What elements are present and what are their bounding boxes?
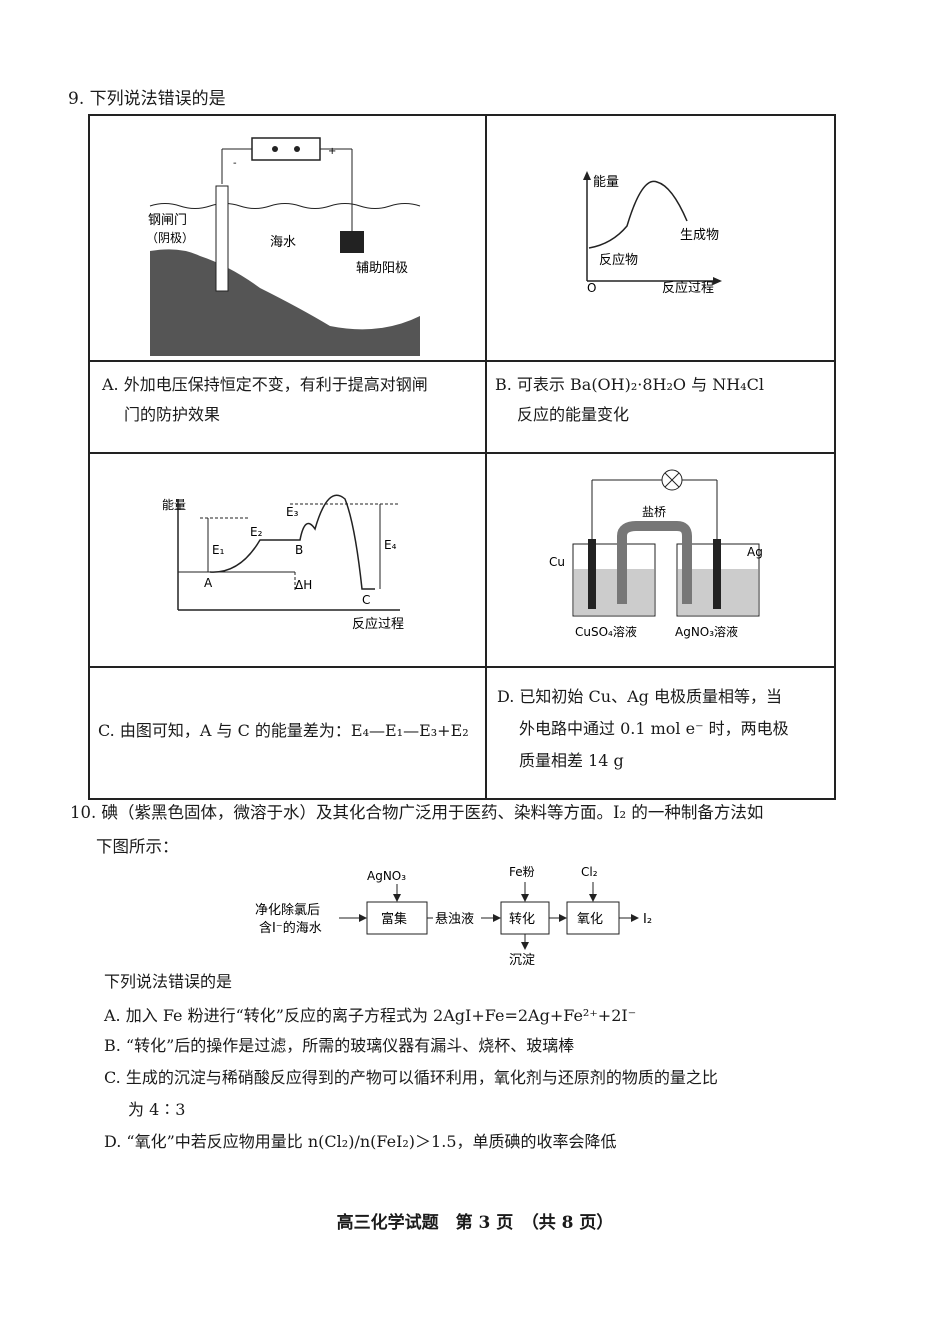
e2-label: E₂ [250,525,263,539]
q10-option-c-line1: C. 生成的沉淀与稀硝酸反应得到的产物可以循环利用，氧化剂与还原剂的物质的量之比 [104,1068,718,1087]
box-transform: 转化 [509,912,535,927]
origin-label: O [587,281,596,295]
q10-option-b: B. “转化”后的操作是过滤，所需的玻璃仪器有漏斗、烧杯、玻璃棒 [104,1036,575,1055]
option-c-cell: C. 由图可知，A 与 C 的能量差为：E₄—E₁—E₃+E₂ [88,666,487,800]
option-d-cell: D. 已知初始 Cu、Ag 电极质量相等，当 外电路中通过 0.1 mol e⁻… [485,666,836,800]
question-10-stem: 10. 碘（紫黑色固体，微溶于水）及其化合物广泛用于医药、染料等方面。I₂ 的一… [70,796,850,864]
iodine-flowchart: 净化除氯后 含I⁻的海水 富集 AgNO₃ 悬浊液 转化 Fe粉 沉淀 氧化 C… [255,865,652,968]
q9-option-c: C. 由图可知，A 与 C 的能量差为：E₄—E₁—E₃+E₂ [98,721,469,740]
reactant-label: 反应物 [599,252,638,268]
question-9-title: 9. 下列说法错误的是 [68,89,226,109]
box-enrich: 富集 [381,911,407,927]
seawater-label: 海水 [270,235,296,250]
figure-d-cell: 盐桥 Cu Ag CuSO₄溶液 AgNO₃溶液 [485,452,836,668]
figure-d-galvanic-cell: 盐桥 Cu Ag CuSO₄溶液 AgNO₃溶液 [549,469,763,639]
anode-label: 辅助阳极 [356,261,408,276]
delta-h-label: ΔH [295,578,312,592]
q9-option-b-line2: 反应的能量变化 [517,405,630,424]
q10-ask: 下列说法错误的是 [104,972,233,991]
figure-c-xlabel: 反应过程 [352,616,404,632]
figure-c-ylabel: 能量 [162,498,186,512]
cu-electrode-label: Cu [549,555,565,569]
figure-b-xlabel: 反应过程 [662,280,714,296]
point-a-label: A [204,576,213,590]
q9-option-d-line3: 质量相差 14 g [519,751,624,770]
q9-option-b-line1: B. 可表示 Ba(OH)₂·8H₂O 与 NH₄Cl [495,375,764,394]
q10-option-c-line2: 为 4∶3 [128,1100,186,1119]
figure-b-ylabel: 能量 [593,175,619,190]
agno3-label: AgNO₃溶液 [675,624,738,639]
figure-a-electrolysis-protection: - + 钢闸门 （阴极） 海水 辅助阳极 [146,137,421,366]
source-line2: 含I⁻的海水 [259,920,322,936]
reagent-fe: Fe粉 [509,865,535,879]
q10-option-a: A. 加入 Fe 粉进行“转化”反应的离子方程式为 2AgI+Fe=2Ag+Fe… [104,1006,637,1025]
salt-bridge-label: 盐桥 [642,505,666,519]
e4-label: E₄ [384,538,397,552]
q10-stem-line2: 下图所示： [96,837,179,856]
ag-electrode-label: Ag [747,545,763,559]
point-c-label: C [362,593,370,607]
figure-c-cell: 能量 E₁ E₂ E₃ E₄ A B C ΔH 反应过程 [88,452,487,668]
q10-stem-line1: 10. 碘（紫黑色固体，微溶于水）及其化合物广泛用于医药、染料等方面。I₂ 的一… [70,803,764,822]
figure-b-energy-diagram: 能量 生成物 反应物 O 反应过程 [583,171,722,296]
minus-sign: - [233,158,237,169]
precipitate-label: 沉淀 [509,953,535,968]
product-i2: I₂ [643,912,652,927]
q9-option-a-line1: A. 外加电压保持恒定不变，有利于提高对钢闸 [102,375,428,394]
suspension-label: 悬浊液 [435,912,474,927]
gate-label-cathode: （阴极） [146,231,194,245]
q9-option-d-line1: D. 已知初始 Cu、Ag 电极质量相等，当 [497,687,782,706]
option-a-cell: A. 外加电压保持恒定不变，有利于提高对钢闸 门的防护效果 [88,360,487,454]
page-footer: 高三化学试题 第 3 页 （共 8 页） [336,1213,614,1233]
cuso4-label: CuSO₄溶液 [575,624,637,639]
gate-label: 钢闸门 [148,213,187,228]
figure-c-energy-diagram: 能量 E₁ E₂ E₃ E₄ A B C ΔH 反应过程 [162,494,404,632]
figure-b-cell: 能量 生成物 反应物 O 反应过程 [485,114,836,362]
option-b-cell: B. 可表示 Ba(OH)₂·8H₂O 与 NH₄Cl 反应的能量变化 [485,360,836,454]
q9-option-d-line2: 外电路中通过 0.1 mol e⁻ 时，两电极 [519,719,789,738]
plus-sign: + [328,146,336,157]
e3-label: E₃ [286,505,299,519]
box-oxidize: 氧化 [577,912,603,927]
figure-a-cell: - + 钢闸门 （阴极） 海水 辅助阳极 [88,114,487,366]
q10-option-d: D. “氧化”中若反应物用量比 n(Cl₂)/n(FeI₂)＞1.5，单质碘的收… [104,1132,617,1151]
source-line1: 净化除氯后 [255,903,320,918]
question-9-options-table: - + 钢闸门 （阴极） 海水 辅助阳极 能量 生成物 反应物 [88,114,836,800]
q9-option-a-line2: 门的防护效果 [124,405,221,424]
reagent-cl2: Cl₂ [581,865,598,879]
e1-label: E₁ [212,543,225,557]
product-label: 生成物 [680,228,719,243]
point-b-label: B [295,543,303,557]
reagent-agno3: AgNO₃ [367,869,406,883]
